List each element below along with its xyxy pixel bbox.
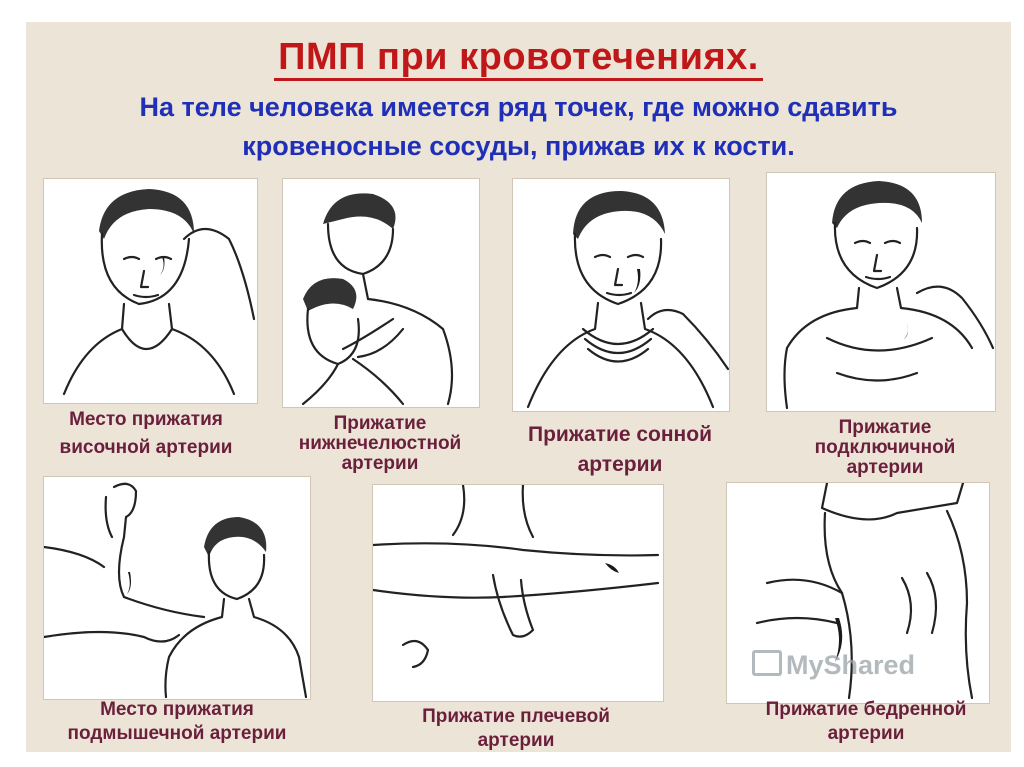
illustration-axillary-artery <box>43 476 311 700</box>
caption-line: подключичной <box>814 437 956 458</box>
caption-axillary-artery: Место прижатия подмышечной артерии <box>32 698 322 746</box>
caption-line: Прижатие бедренной <box>765 699 967 720</box>
caption-line: Место прижатия <box>100 699 254 720</box>
caption-line: Место прижатия <box>69 409 223 430</box>
illustration-subclavian-artery <box>766 172 996 412</box>
caption-line: артерии <box>577 453 663 476</box>
caption-brachial-artery: Прижатие плечевой артерии <box>376 705 656 753</box>
caption-line: артерии <box>477 730 555 751</box>
watermark-logo-icon <box>752 650 782 676</box>
illustration-mandibular-artery <box>282 178 480 408</box>
subtitle-line-1: На теле человека имеется ряд точек, где … <box>139 92 898 122</box>
illustration-femoral-artery <box>726 482 990 704</box>
slide-title: ПМП при кровотечениях. <box>26 36 1011 81</box>
caption-line: артерии <box>827 723 905 744</box>
caption-line: подмышечной артерии <box>67 723 287 744</box>
caption-mandibular-artery: Прижатие нижнечелюстной артерии <box>270 414 490 474</box>
caption-line: Прижатие <box>333 413 427 434</box>
slide-subtitle: На теле человека имеется ряд точек, где … <box>26 88 1011 166</box>
caption-line: Прижатие сонной <box>528 423 712 446</box>
caption-carotid-artery: Прижатие сонной артерии <box>502 420 738 480</box>
illustration-brachial-artery <box>372 484 664 702</box>
caption-line: артерии <box>846 457 924 478</box>
caption-line: височной артерии <box>59 437 233 458</box>
watermark-text: MyShared <box>786 650 916 680</box>
illustration-carotid-artery <box>512 178 730 412</box>
caption-line: Прижатие <box>838 417 932 438</box>
caption-femoral-artery: Прижатие бедренной артерии <box>726 698 1006 746</box>
caption-line: артерии <box>341 453 419 474</box>
slide: ПМП при кровотечениях. На теле человека … <box>26 22 1011 752</box>
subtitle-line-2: кровеносные сосуды, прижав их к кости. <box>242 131 795 161</box>
caption-subclavian-artery: Прижатие подключичной артерии <box>770 418 1000 478</box>
caption-line: Прижатие плечевой <box>422 706 610 727</box>
caption-line: нижнечелюстной <box>298 433 462 454</box>
illustration-temporal-artery <box>43 178 258 404</box>
caption-temporal-artery: Место прижатия височной артерии <box>26 408 266 460</box>
myshared-watermark: MyShared <box>752 650 915 681</box>
